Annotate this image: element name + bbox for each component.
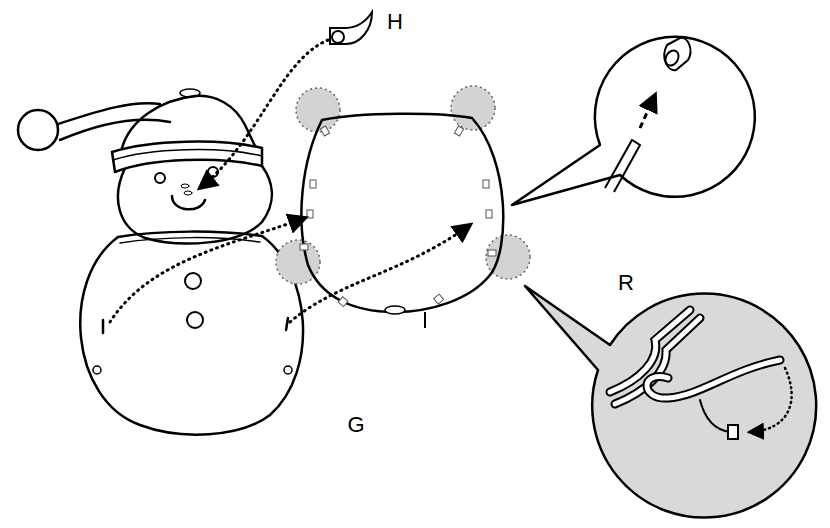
- snowman-body: [80, 236, 303, 435]
- part-label: H: [387, 11, 403, 33]
- detail-callout: [512, 37, 755, 205]
- hook-part: [330, 12, 372, 44]
- snowman-head: [118, 166, 272, 243]
- frame-pad: [276, 86, 530, 328]
- hat-pompom: [18, 110, 58, 150]
- detail-callout: [525, 286, 816, 518]
- part-label: R: [618, 272, 634, 294]
- assembly-arrow: [110, 40, 470, 322]
- part-label: G: [347, 414, 364, 436]
